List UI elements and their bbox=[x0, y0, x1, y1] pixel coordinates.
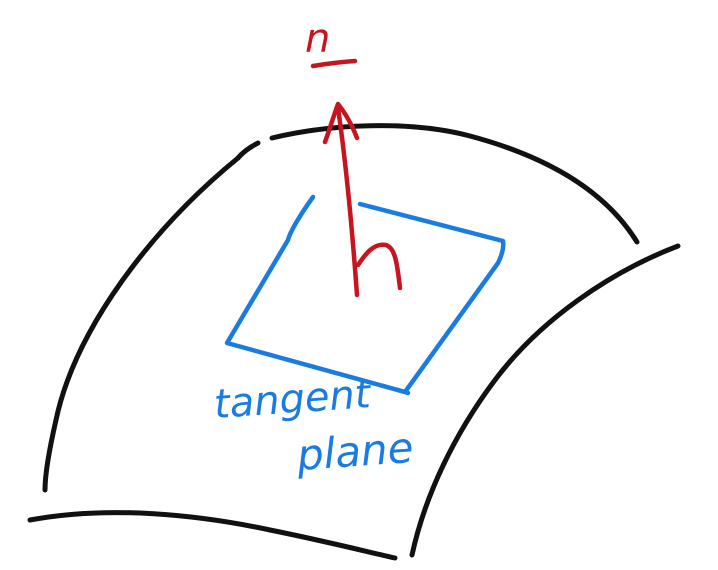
caption-line-tangent: tangent bbox=[212, 371, 373, 428]
surface-right-edge bbox=[409, 243, 681, 558]
caption-line-plane: plane bbox=[294, 423, 415, 480]
normal-symbol-label: n bbox=[305, 16, 330, 62]
normal-symbol-hook bbox=[355, 242, 403, 291]
normal-label: n bbox=[305, 16, 358, 69]
tangent-plane bbox=[224, 194, 506, 396]
surface-left-edge bbox=[42, 155, 241, 493]
tangent-plane-caption: tangent plane bbox=[212, 371, 414, 480]
normal-label-underline bbox=[310, 58, 358, 69]
normal-vector bbox=[322, 101, 403, 298]
surface-bottom-edge bbox=[27, 510, 398, 561]
normal-vector-arrowhead bbox=[322, 101, 360, 145]
normal-vector-shaft bbox=[335, 105, 360, 298]
surface-top-left-stub bbox=[235, 140, 261, 161]
tangent-plane-corner-tick bbox=[395, 387, 411, 396]
tangent-plane-outline bbox=[224, 194, 506, 395]
curved-surface bbox=[27, 123, 681, 561]
